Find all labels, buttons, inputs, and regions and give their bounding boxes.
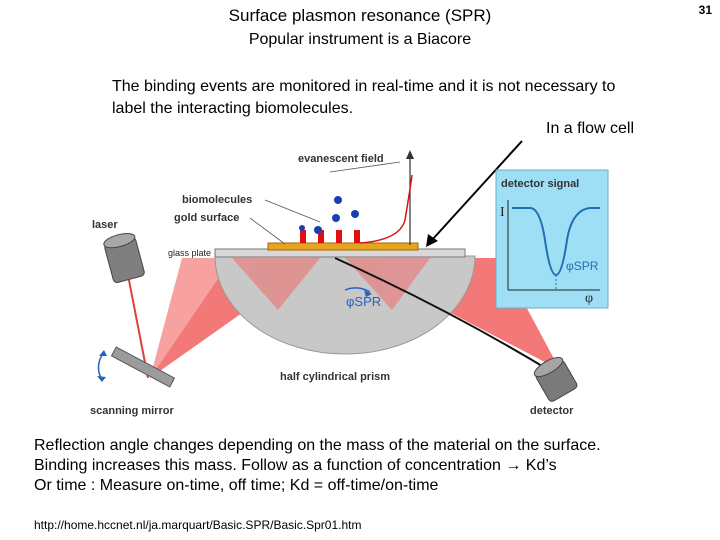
label-biomolecules: biomolecules — [182, 194, 252, 206]
label-scanning-mirror: scanning mirror — [90, 405, 174, 417]
label-detector-signal: detector signal — [501, 178, 579, 190]
bottom-text: Reflection angle changes depending on th… — [34, 436, 601, 496]
intro-text: The binding events are monitored in real… — [112, 78, 616, 117]
reflected-ray — [334, 257, 553, 373]
detector-device — [533, 356, 578, 402]
biomolecules — [299, 196, 360, 243]
slide-subtitle: Popular instrument is a Biacore — [248, 31, 472, 48]
beam-overlay — [232, 258, 430, 310]
slide-title: Surface plasmon resonance (SPR) — [228, 6, 492, 25]
detector-signal-panel — [495, 169, 609, 309]
label-half-prism: half cylindrical prism — [280, 371, 390, 383]
label-gold-surface: gold surface — [174, 212, 239, 224]
source-url: http://home.hccnet.nl/ja.marquart/Basic.… — [34, 518, 362, 532]
bottom-line-2: Binding increases this mass. Follow as a… — [34, 457, 557, 474]
bottom-line-1: Reflection angle changes depending on th… — [34, 437, 601, 454]
label-detector: detector — [530, 405, 574, 417]
flow-cell-arrow — [426, 140, 523, 247]
label-axis-phi: φ — [585, 291, 593, 306]
label-glass-plate: glass plate — [168, 248, 211, 258]
label-evanescent-field: evanescent field — [298, 153, 384, 165]
laser-device — [103, 232, 145, 283]
gold-surface — [267, 242, 419, 251]
label-phi-spr: φSPR — [346, 294, 381, 309]
laser-beam-line — [126, 269, 149, 379]
label-laser: laser — [92, 219, 118, 231]
evanescent-field — [359, 150, 414, 245]
label-axis-I: I — [500, 205, 505, 220]
page-number: 31 — [698, 3, 712, 17]
scanning-mirror — [97, 346, 176, 388]
phi-spr-arc — [344, 287, 371, 293]
label-signal-phi-spr: φSPR — [566, 259, 599, 273]
flow-cell-label: In a flow cell — [546, 120, 635, 137]
bottom-line-3: Or time : Measure on-time, off time; Kd … — [34, 477, 439, 494]
